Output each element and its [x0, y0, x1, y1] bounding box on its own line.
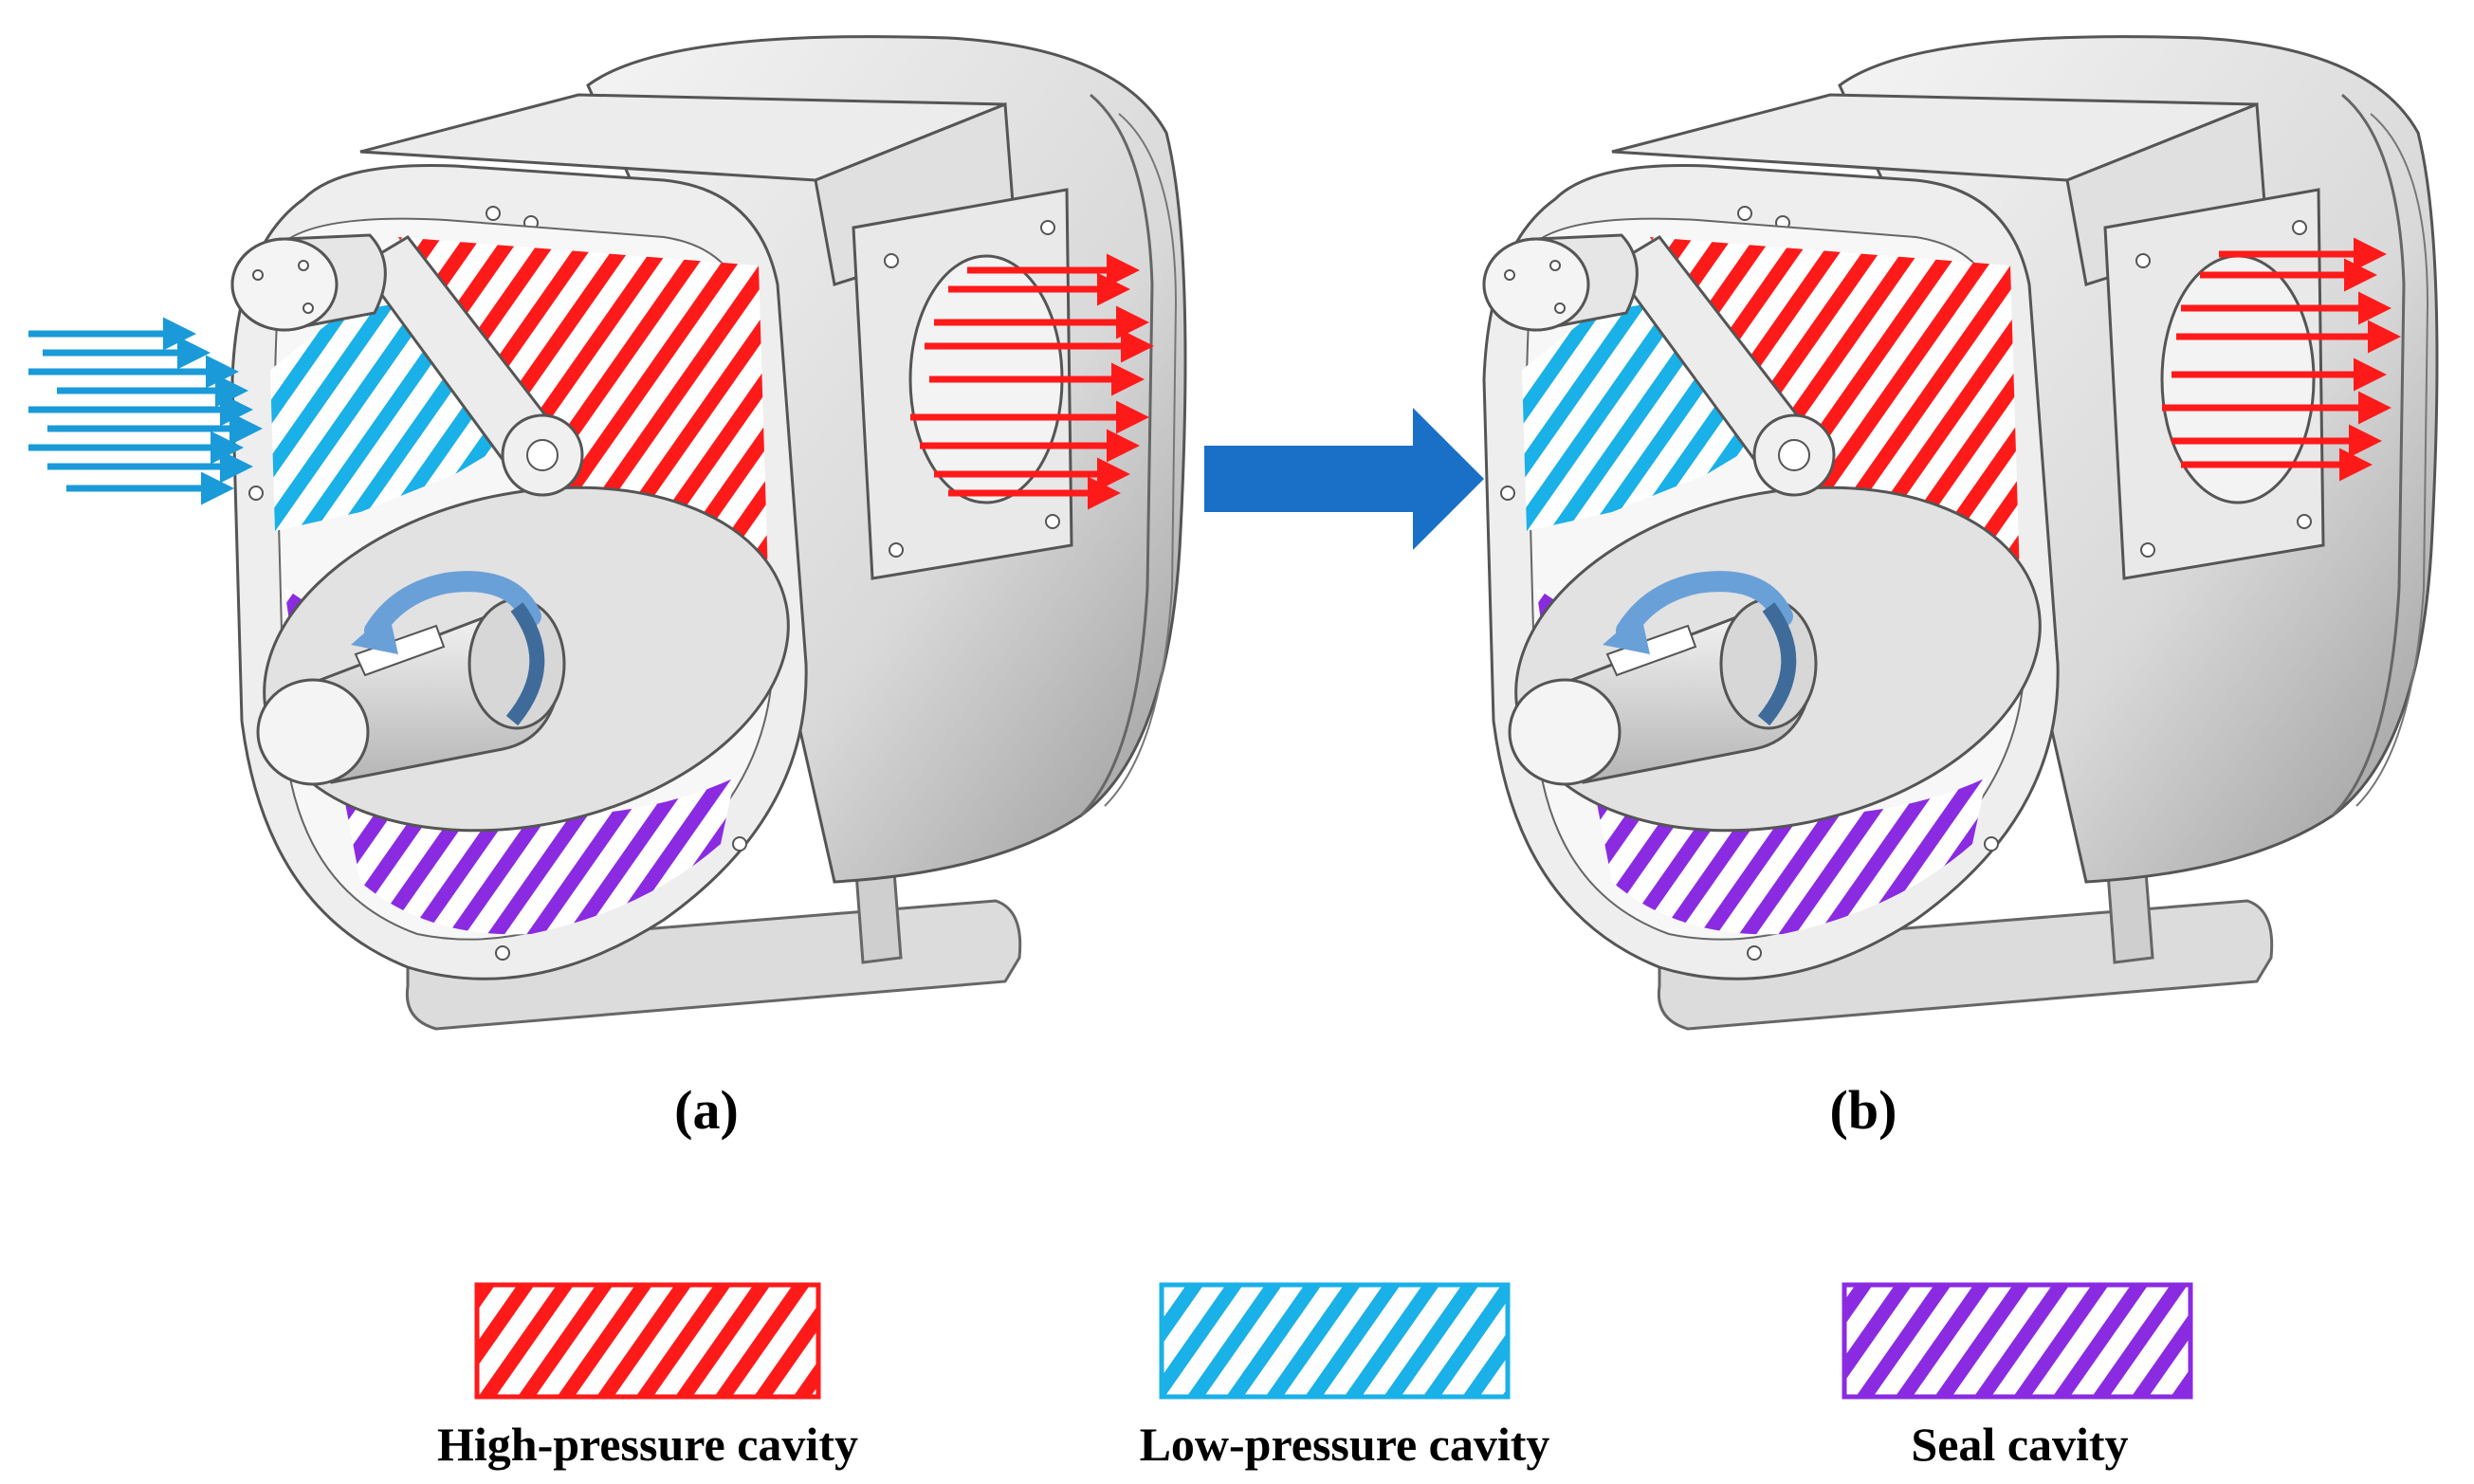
legend-swatch-high-pressure	[474, 1282, 821, 1400]
arrow-right-icon	[1204, 408, 1484, 550]
legend-item-low-pressure: Low-pressure cavity	[1140, 1282, 1550, 1471]
outlet-arrows-b	[2162, 237, 2401, 482]
panel-a-drawing	[28, 37, 1185, 1029]
panel-a-label: (a)	[674, 1079, 739, 1141]
inlet-arrows-a	[28, 317, 263, 505]
legend-item-high-pressure: High-pressure cavity	[437, 1282, 858, 1471]
outlet-arrows-a	[910, 253, 1154, 510]
legend-swatch-seal	[1842, 1282, 2193, 1400]
legend: High-pressure cavity Low-pressure cavity…	[437, 1282, 2193, 1471]
legend-swatch-low-pressure	[1159, 1282, 1511, 1400]
legend-label-low-pressure: Low-pressure cavity	[1140, 1418, 1550, 1471]
legend-item-seal: Seal cavity	[1842, 1282, 2193, 1471]
panel-b-drawing	[1484, 37, 2437, 1029]
panel-b-label: (b)	[1830, 1079, 1897, 1141]
legend-label-high-pressure: High-pressure cavity	[437, 1418, 858, 1471]
legend-label-seal: Seal cavity	[1911, 1418, 2128, 1471]
